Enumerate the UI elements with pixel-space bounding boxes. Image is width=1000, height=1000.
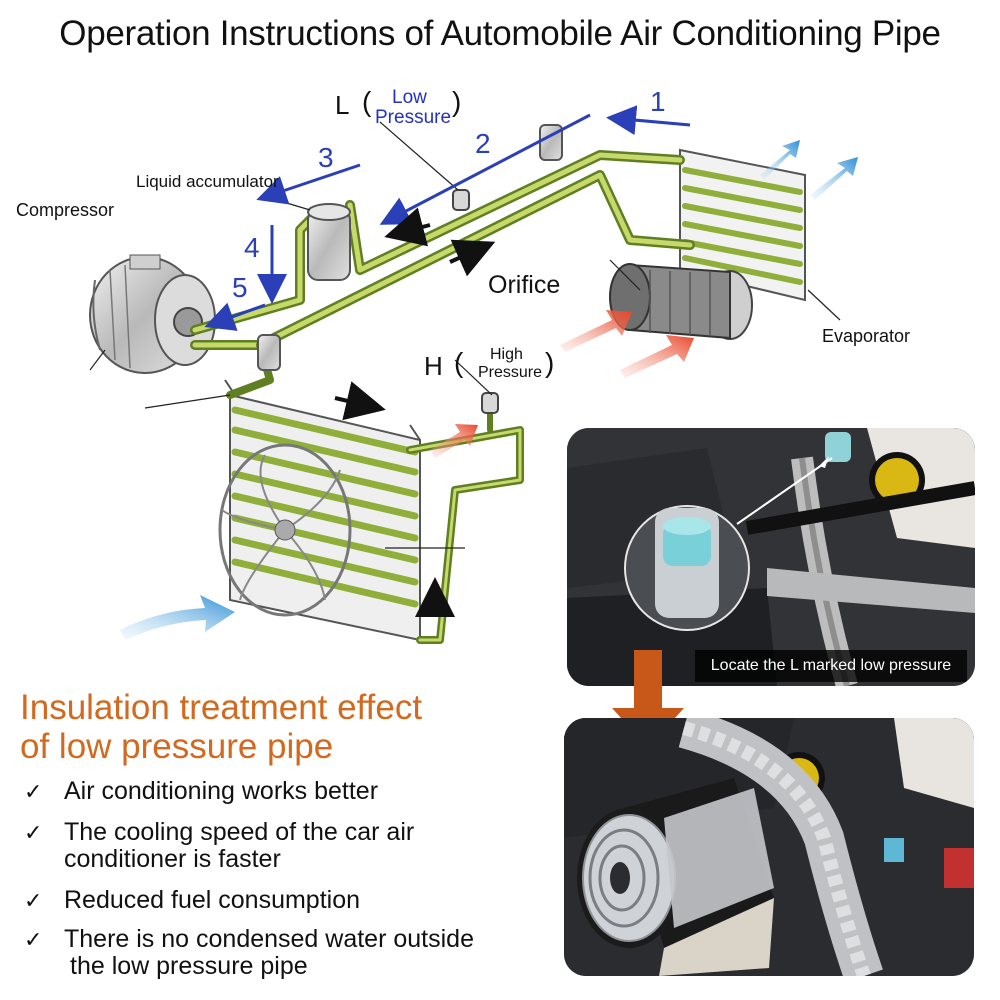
benefits-heading-line1: Insulation treatment effect bbox=[20, 688, 423, 727]
label-liquid-accumulator: Liquid accumulator bbox=[136, 172, 279, 191]
photo-low-pressure-port: Locate the L marked low pressure bbox=[567, 428, 975, 686]
blower-unit bbox=[609, 263, 753, 340]
label-high-line1: High bbox=[490, 346, 523, 363]
air-flow-arrows bbox=[120, 140, 858, 640]
label-low-line1: Low bbox=[392, 87, 427, 108]
compressor-unit bbox=[89, 254, 216, 374]
low-pressure-valve bbox=[452, 189, 470, 211]
benefit-item: ✓ The cooling speed of the car air condi… bbox=[22, 819, 522, 873]
refrigerant-pipes bbox=[190, 150, 695, 644]
pointer-lines bbox=[89, 121, 841, 549]
label-evaporator: Evaporator bbox=[822, 326, 911, 346]
step-number-2: 2 bbox=[475, 128, 491, 159]
step-number-1: 1 bbox=[650, 86, 666, 117]
high-pressure-valve bbox=[481, 392, 499, 414]
flow-step-arrows bbox=[204, 105, 691, 331]
label-low-paren-open: ( bbox=[362, 86, 372, 117]
benefit-text-cont: the low pressure pipe bbox=[70, 952, 308, 980]
page-title: Operation Instructions of Automobile Air… bbox=[59, 14, 941, 53]
label-low-line2: Pressure bbox=[375, 107, 452, 128]
label-high-paren-open: ( bbox=[454, 347, 464, 378]
photo-insulated-pipe bbox=[564, 718, 974, 976]
benefit-text: The cooling speed of the car air bbox=[64, 818, 415, 846]
check-icon: ✓ bbox=[24, 820, 43, 845]
benefit-item: ✓ Reduced fuel consumption bbox=[22, 887, 522, 914]
check-icon: ✓ bbox=[24, 927, 43, 952]
photo-caption: Locate the L marked low pressure bbox=[695, 650, 967, 682]
benefit-item: ✓ Air conditioning works better bbox=[22, 778, 522, 805]
step-number-3: 3 bbox=[318, 142, 334, 173]
label-low-letter: L bbox=[335, 90, 350, 120]
liquid-accumulator bbox=[307, 203, 351, 281]
benefit-text-cont: conditioner is faster bbox=[64, 845, 281, 873]
label-high-letter: H bbox=[424, 351, 443, 381]
flow-direction-arrows bbox=[334, 207, 496, 617]
benefit-text: Air conditioning works better bbox=[64, 777, 379, 805]
step-number-4: 4 bbox=[244, 232, 260, 263]
label-high-paren-close: ) bbox=[545, 347, 555, 378]
check-icon: ✓ bbox=[24, 888, 43, 913]
check-icon: ✓ bbox=[24, 779, 43, 804]
label-compressor: Compressor bbox=[16, 200, 115, 220]
engine-bay-illustration bbox=[567, 428, 975, 686]
insulation-wrap-illustration bbox=[564, 718, 974, 976]
benefit-text: There is no condensed water outside bbox=[64, 925, 474, 953]
benefit-text: Reduced fuel consumption bbox=[64, 886, 361, 914]
step-number-5: 5 bbox=[232, 272, 248, 303]
label-low-paren-close: ) bbox=[452, 86, 462, 117]
label-high-line2: Pressure bbox=[478, 364, 543, 381]
benefits-heading-line2: of low pressure pipe bbox=[20, 727, 334, 766]
evaporator-unit bbox=[679, 148, 806, 302]
condenser-unit bbox=[218, 379, 421, 642]
benefit-item: ✓ There is no condensed water outside th… bbox=[22, 926, 522, 980]
benefits-list: ✓ Air conditioning works better ✓ The co… bbox=[22, 778, 522, 980]
label-orifice: Orifice bbox=[488, 271, 561, 299]
